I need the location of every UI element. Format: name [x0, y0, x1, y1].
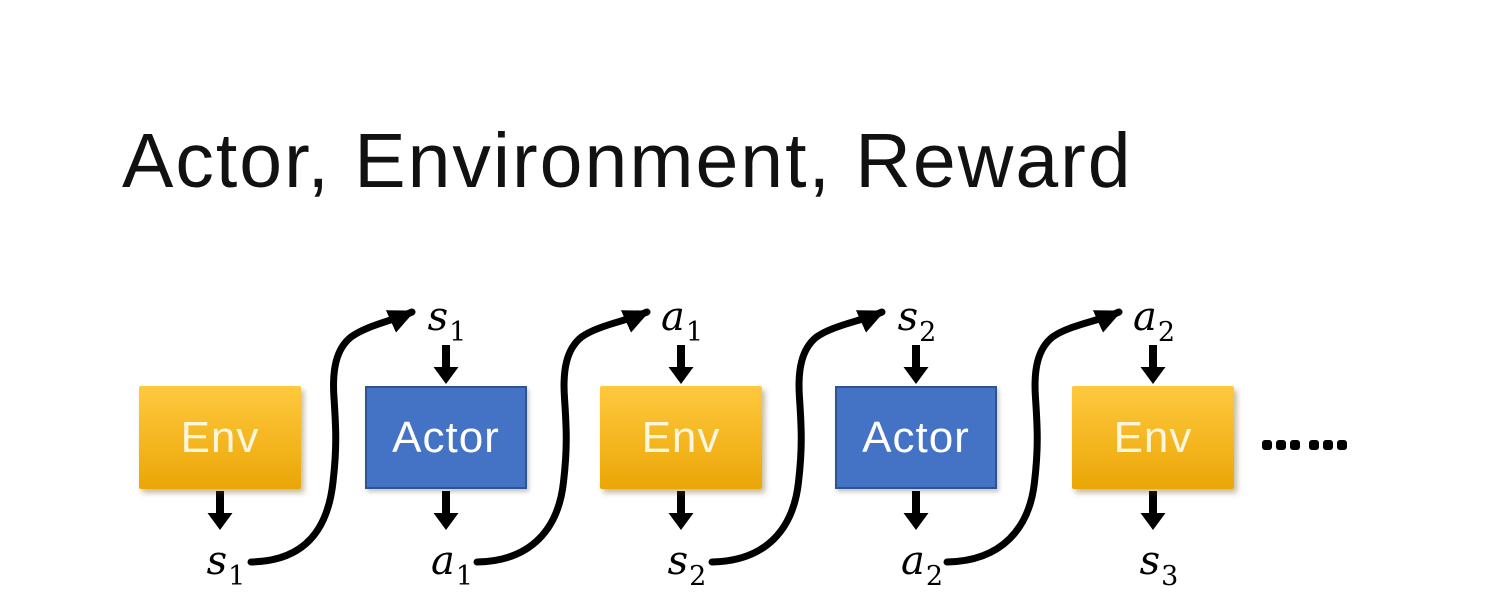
env-box-label: Env	[180, 412, 260, 462]
pass-forward-curve-a2	[943, 308, 1123, 566]
symbol-subscript: 1	[455, 561, 474, 592]
bottom-label-a1: a1	[430, 538, 473, 590]
top-label-s1: s1	[427, 294, 467, 346]
ellipsis-dot	[1262, 440, 1272, 450]
pass-forward-curve-a1	[473, 308, 651, 566]
env-box-3: Env	[600, 386, 762, 489]
symbol-base: s	[897, 294, 919, 340]
symbol-subscript: 2	[925, 561, 944, 592]
page-title: Actor, Environment, Reward	[122, 118, 1133, 204]
symbol-subscript: 2	[1157, 317, 1176, 348]
top-label-a1: a1	[660, 294, 703, 346]
top-label-a2: a2	[1132, 294, 1175, 346]
actor-box-label: Actor	[862, 412, 970, 462]
bottom-label-s3: s3	[1139, 538, 1179, 590]
env-box-1: Env	[139, 386, 301, 489]
symbol-base: s	[1139, 538, 1161, 584]
symbol-base: s	[206, 538, 228, 584]
input-arrow-icon	[1140, 345, 1166, 384]
symbol-base: a	[1132, 294, 1157, 340]
actor-box-4: Actor	[835, 386, 997, 489]
symbol-subscript: 1	[449, 317, 467, 348]
output-arrow-icon	[207, 491, 233, 530]
actor-box-label: Actor	[392, 412, 500, 462]
input-arrow-icon	[903, 345, 929, 384]
output-arrow-icon	[1140, 491, 1166, 530]
top-label-s2: s2	[897, 294, 937, 346]
pass-forward-curve-s2	[708, 308, 886, 566]
output-arrow-icon	[668, 491, 694, 530]
ellipsis-dot	[1309, 440, 1319, 450]
symbol-subscript: 1	[228, 561, 246, 592]
input-arrow-icon	[433, 345, 459, 384]
bottom-label-a2: a2	[900, 538, 943, 590]
ellipsis-dot	[1276, 440, 1286, 450]
actor-box-2: Actor	[365, 386, 527, 489]
input-arrow-icon	[668, 345, 694, 384]
ellipsis-dot	[1323, 440, 1333, 450]
ellipsis-dot	[1337, 440, 1347, 450]
symbol-subscript: 1	[685, 317, 704, 348]
symbol-base: a	[660, 294, 685, 340]
symbol-subscript: 2	[919, 317, 937, 348]
continuation-ellipsis-icon	[1262, 440, 1347, 450]
env-box-5: Env	[1072, 386, 1234, 489]
bottom-label-s2: s2	[667, 538, 707, 590]
symbol-base: a	[430, 538, 455, 584]
output-arrow-icon	[433, 491, 459, 530]
pass-forward-curve-s1	[247, 308, 416, 566]
symbol-base: s	[667, 538, 689, 584]
symbol-subscript: 3	[1161, 561, 1179, 592]
symbol-base: a	[900, 538, 925, 584]
symbol-base: s	[427, 294, 449, 340]
output-arrow-icon	[903, 491, 929, 530]
env-box-label: Env	[641, 412, 721, 462]
ellipsis-dot	[1290, 440, 1300, 450]
symbol-subscript: 2	[689, 561, 707, 592]
env-box-label: Env	[1113, 412, 1193, 462]
bottom-label-s1: s1	[206, 538, 246, 590]
